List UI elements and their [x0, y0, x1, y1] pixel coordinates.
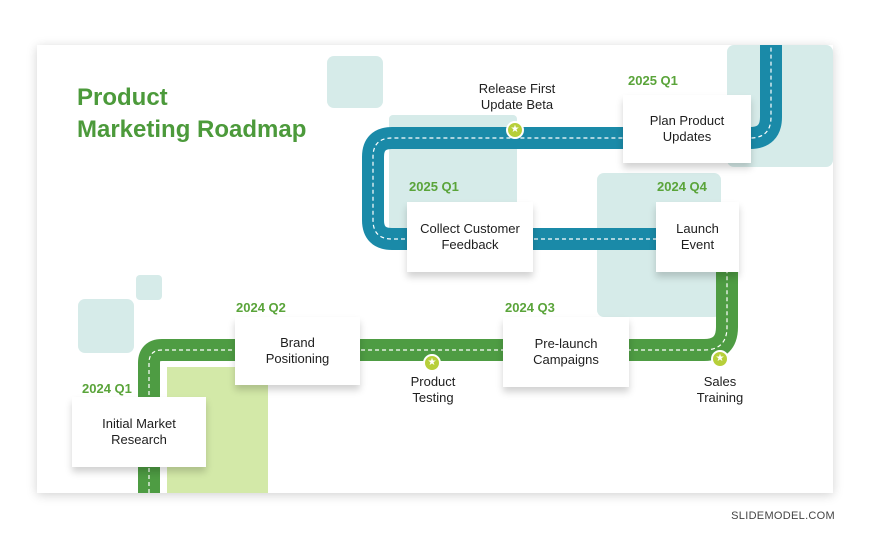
decor-square-small [136, 275, 162, 300]
star-icon: ★ [711, 350, 729, 368]
quarter-label-2024-q4: 2024 Q4 [657, 179, 707, 194]
milestone-initial-research: Initial Market Research [72, 397, 206, 467]
quarter-label-2024-q1: 2024 Q1 [82, 381, 132, 396]
title-line-2: Marketing Roadmap [77, 116, 307, 143]
decor-square-left [78, 299, 134, 353]
milestone-plan-updates: Plan Product Updates [623, 95, 751, 163]
star-icon: ★ [423, 354, 441, 372]
star-icon: ★ [506, 121, 524, 139]
green-road-dash [148, 223, 728, 493]
milestone-prelaunch-campaigns: Pre-launch Campaigns [503, 317, 629, 387]
milestone-release-beta: Release First Update Beta [478, 81, 556, 112]
quarter-label-2024-q3: 2024 Q3 [505, 300, 555, 315]
milestone-customer-feedback: Collect Customer Feedback [407, 202, 533, 272]
title-line-1: Product [77, 84, 168, 111]
milestone-brand-positioning: Brand Positioning [235, 317, 360, 385]
quarter-label-2025-q1-feedback: 2025 Q1 [409, 179, 459, 194]
milestone-launch-event: Launch Event [656, 202, 739, 272]
milestone-sales-training: Sales Training [696, 374, 744, 405]
milestone-product-testing: Product Testing [410, 374, 456, 405]
quarter-label-2025-q1-plan: 2025 Q1 [628, 73, 678, 88]
page-title: Product Marketing Roadmap [77, 82, 306, 146]
decor-square-top [327, 56, 383, 108]
quarter-label-2024-q2: 2024 Q2 [236, 300, 286, 315]
roadmap-slide: Product Marketing Roadmap 2024 Q1 Initia… [37, 45, 833, 493]
teal-road-dash [372, 45, 772, 240]
brand-footer: SLIDEMODEL.COM [731, 510, 835, 522]
